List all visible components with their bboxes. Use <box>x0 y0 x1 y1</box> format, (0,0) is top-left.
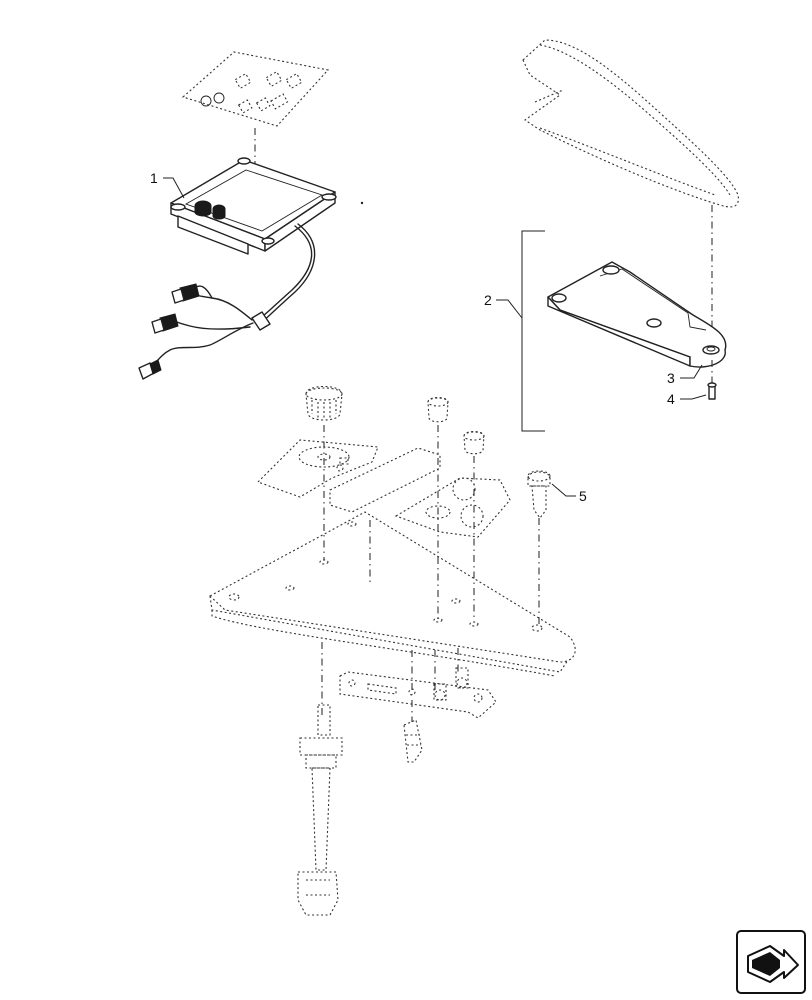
svg-text:5: 5 <box>579 488 587 504</box>
large-knob <box>305 385 343 421</box>
wiring-harness <box>138 223 316 380</box>
console-panel <box>209 511 576 677</box>
group-bracket <box>521 230 545 432</box>
next-page-arrow-icon[interactable] <box>736 930 806 994</box>
callout-4: 4 <box>667 391 707 407</box>
mounting-screw <box>527 470 551 519</box>
rotary-switch-assembly <box>297 704 343 916</box>
callout-3: 3 <box>667 364 703 386</box>
svg-text:1: 1 <box>150 170 158 186</box>
top-cover <box>522 39 739 208</box>
svg-text:4: 4 <box>667 391 675 407</box>
label-sticker <box>181 51 330 127</box>
mount-plate <box>547 261 727 368</box>
control-module <box>170 157 337 255</box>
circuit-board <box>339 667 497 719</box>
small-knob-a <box>427 396 449 423</box>
callout-5: 5 <box>551 483 587 504</box>
board-connector <box>403 719 423 763</box>
decal-left <box>256 439 379 498</box>
svg-text:2: 2 <box>484 292 492 308</box>
callout-1: 1 <box>150 170 185 199</box>
small-knob-b <box>463 430 485 455</box>
svg-text:3: 3 <box>667 370 675 386</box>
callout-2: 2 <box>484 292 523 319</box>
small-screw <box>707 382 717 400</box>
decal-right <box>394 477 511 538</box>
